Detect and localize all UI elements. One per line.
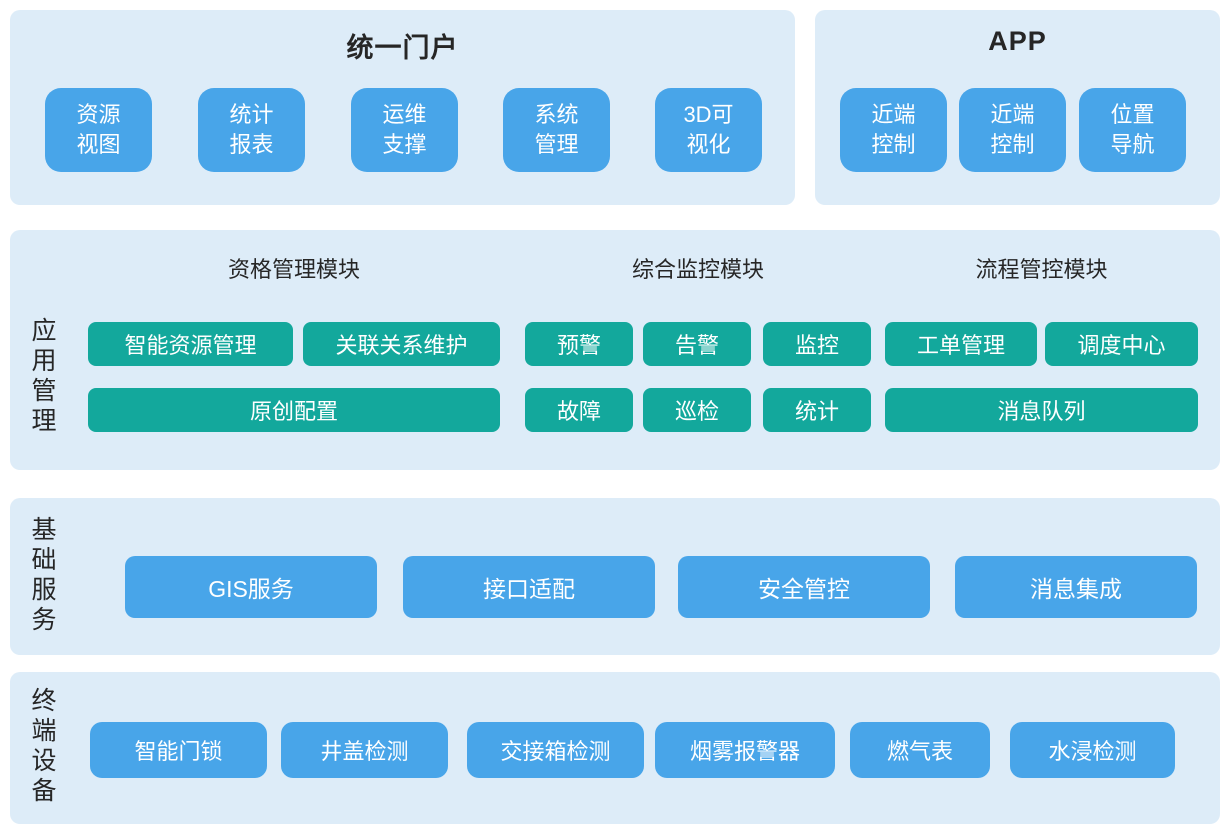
unified-portal-title: 统一门户 <box>346 33 459 63</box>
process-module-header: 流程管控模块 <box>975 257 1108 282</box>
button-label-line1: 位置 <box>1110 102 1155 127</box>
button-label-line2: 报表 <box>229 132 274 157</box>
near-control-button-2: 近端 控制 <box>959 88 1066 172</box>
ops-support-button: 运维 支撑 <box>351 88 458 172</box>
terminal-devices-panel: 终端设备 智能门锁 井盖检测 交接箱检测 烟雾报警器 燃气表 水浸检测 <box>10 672 1220 824</box>
app-panel-title: APP <box>988 26 1047 56</box>
monitoring-module-header: 综合监控模块 <box>631 257 764 282</box>
fault-button: 故障 <box>525 388 633 432</box>
system-management-button: 系统 管理 <box>503 88 610 172</box>
terminal-devices-layer-label: 终端设备 <box>28 687 56 807</box>
original-config-button: 原创配置 <box>88 388 500 432</box>
application-management-panel: 应用管理 资格管理模块 综合监控模块 流程管控模块 智能资源管理 关联关系维护 … <box>10 230 1220 470</box>
alarm-button: 告警 <box>643 322 751 366</box>
base-services-panel: 基础服务 GIS服务 接口适配 安全管控 消息集成 <box>10 498 1220 655</box>
qualification-module-header: 资格管理模块 <box>227 257 360 282</box>
app-panel: APP 近端 控制 近端 控制 位置 导航 <box>815 10 1220 205</box>
button-label-line1: 近端 <box>871 102 916 127</box>
button-label-line2: 管理 <box>534 132 579 157</box>
button-label-line1: 统计 <box>229 102 274 127</box>
gis-service-button: GIS服务 <box>125 556 377 618</box>
button-label-line2: 视图 <box>76 132 121 157</box>
smart-resource-management-button: 智能资源管理 <box>88 322 293 366</box>
button-label-line2: 导航 <box>1110 132 1155 157</box>
smart-door-lock-button: 智能门锁 <box>90 722 267 778</box>
button-label-line2: 控制 <box>990 132 1035 157</box>
button-label-line2: 控制 <box>871 132 916 157</box>
location-navigation-button: 位置 导航 <box>1079 88 1186 172</box>
button-label-line2: 支撑 <box>382 132 427 157</box>
button-label-line1: 近端 <box>990 102 1035 127</box>
early-warning-button: 预警 <box>525 322 633 366</box>
dispatch-center-button: 调度中心 <box>1045 322 1198 366</box>
message-queue-button: 消息队列 <box>885 388 1198 432</box>
3d-visualization-button: 3D可 视化 <box>655 88 762 172</box>
resource-view-button: 资源 视图 <box>45 88 152 172</box>
cross-connect-box-detection-button: 交接箱检测 <box>467 722 644 778</box>
message-integration-button: 消息集成 <box>955 556 1197 618</box>
interface-adapter-button: 接口适配 <box>403 556 655 618</box>
button-label-line2: 视化 <box>686 132 731 157</box>
security-control-button: 安全管控 <box>678 556 930 618</box>
button-label-line1: 资源 <box>76 102 121 127</box>
application-management-layer-label: 应用管理 <box>28 317 56 437</box>
unified-portal-panel: 统一门户 资源 视图 统计 报表 运维 支撑 系统 管理 3D可 视化 <box>10 10 795 205</box>
stats-report-button: 统计 报表 <box>198 88 305 172</box>
monitoring-button: 监控 <box>763 322 871 366</box>
smoke-alarm-button: 烟雾报警器 <box>655 722 835 778</box>
water-immersion-detection-button: 水浸检测 <box>1010 722 1175 778</box>
base-services-layer-label: 基础服务 <box>28 516 56 636</box>
button-label-line1: 系统 <box>534 102 579 127</box>
manhole-cover-detection-button: 井盖检测 <box>281 722 448 778</box>
near-control-button-1: 近端 控制 <box>840 88 947 172</box>
inspection-button: 巡检 <box>643 388 751 432</box>
gas-meter-button: 燃气表 <box>850 722 990 778</box>
statistics-button: 统计 <box>763 388 871 432</box>
work-order-management-button: 工单管理 <box>885 322 1037 366</box>
button-label-line1: 运维 <box>382 102 427 127</box>
button-label-line1: 3D可 <box>683 102 734 127</box>
relation-maintenance-button: 关联关系维护 <box>303 322 500 366</box>
